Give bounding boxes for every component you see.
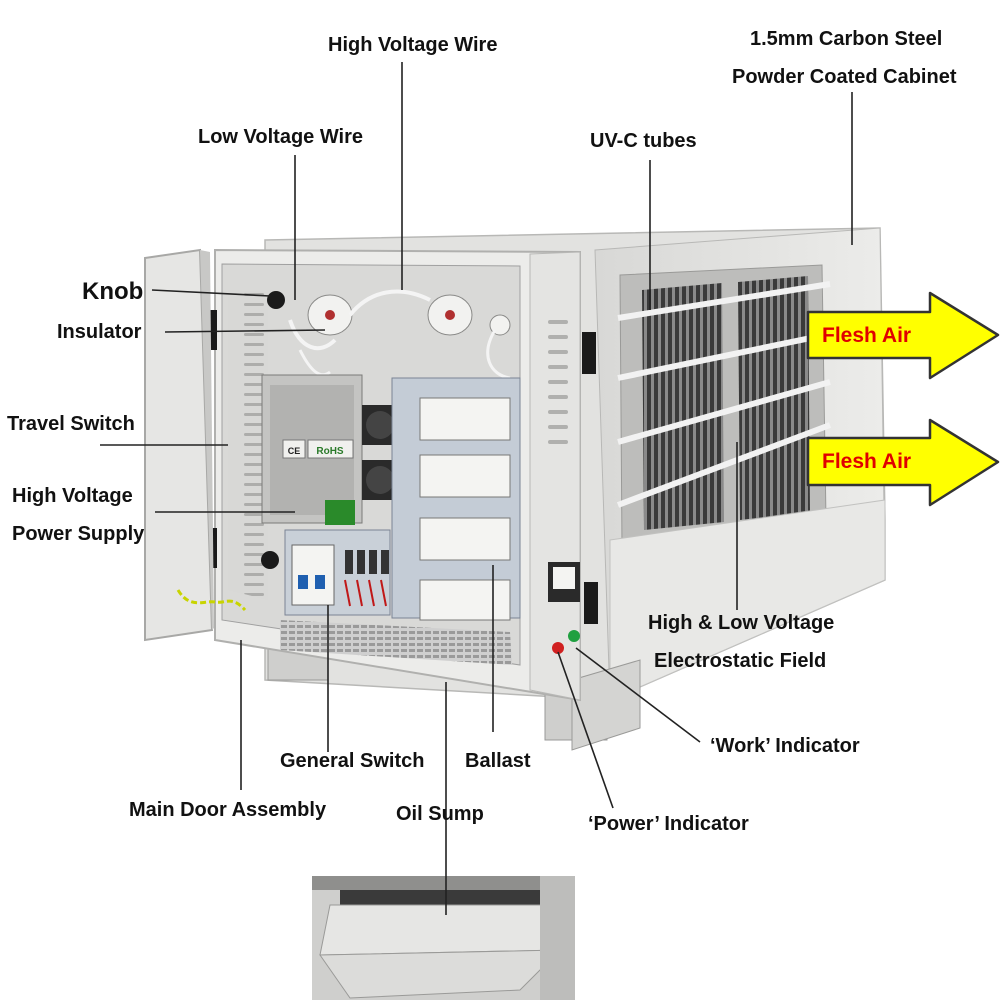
label-carbon-steel-line2: Powder Coated Cabinet (732, 66, 957, 88)
flesh-air-arrow-top (806, 291, 1000, 380)
leader-lines (100, 62, 853, 915)
label-insulator: Insulator (57, 321, 142, 343)
knob-top (267, 291, 285, 309)
label-general-switch: General Switch (280, 750, 425, 772)
label-main-door: Main Door Assembly (129, 799, 327, 821)
label-uvc-tubes: UV-C tubes (590, 130, 697, 152)
rohs-text: RoHS (316, 446, 344, 457)
breaker-panel (284, 529, 391, 616)
label-work-indicator: ‘Work’ Indicator (710, 735, 860, 757)
label-hv-power-supply-line2: Power Supply (12, 523, 145, 545)
label-ballast: Ballast (465, 750, 531, 772)
label-high-voltage-wire: High Voltage Wire (328, 34, 498, 56)
arrow-text-top: Flesh Air (822, 324, 912, 347)
ce-text: CE (288, 446, 301, 456)
control-panel (548, 562, 580, 654)
oil-sump-inset (312, 876, 575, 1000)
label-power-indicator: ‘Power’ Indicator (588, 813, 749, 835)
flesh-air-arrow-bottom (806, 418, 1000, 507)
label-electrostatic-line2: Electrostatic Field (654, 650, 827, 672)
label-oil-sump: Oil Sump (396, 803, 484, 825)
arrow-text-bottom: Flesh Air (822, 450, 912, 473)
label-electrostatic-line1: High & Low Voltage (648, 612, 835, 634)
label-carbon-steel-line1: 1.5mm Carbon Steel (750, 28, 943, 50)
knob-bottom (261, 551, 279, 569)
label-low-voltage-wire: Low Voltage Wire (198, 126, 364, 148)
label-hv-power-supply-line1: High Voltage (12, 485, 133, 507)
label-travel-switch: Travel Switch (7, 413, 135, 435)
label-knob: Knob (82, 278, 144, 305)
ballast-rack (391, 377, 521, 621)
